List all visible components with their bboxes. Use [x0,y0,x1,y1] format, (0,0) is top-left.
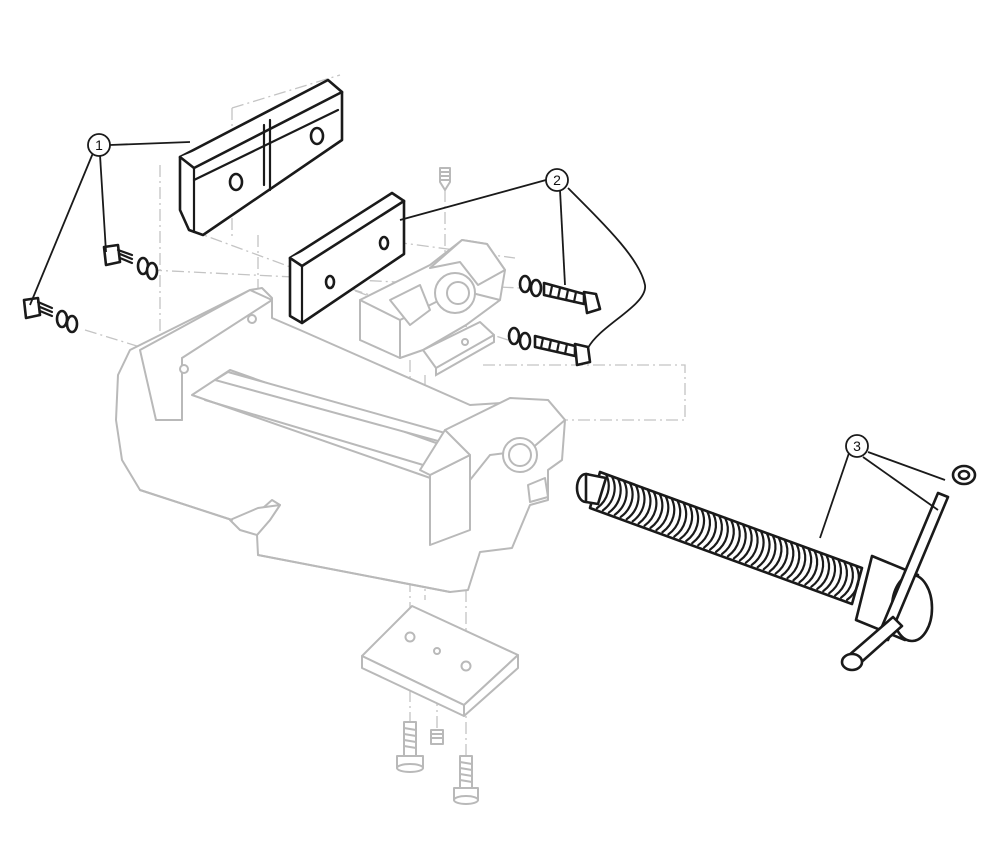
jaw-plate-right [288,191,406,325]
callout-3-label: 3 [853,438,861,454]
jaw-screws-set-2 [507,274,602,367]
callout-1: 1 [87,133,111,157]
jaw-plate-left [178,78,344,237]
lead-screw-assembly [575,464,977,672]
jaw-screws-set-1 [22,243,159,334]
jaw-set-screw [439,167,451,191]
callout-3: 3 [845,434,869,458]
leader-lines [29,141,946,539]
callout-2-label: 2 [553,172,561,188]
screw-threads [595,473,860,601]
base-bolts [396,721,479,805]
vise-base [115,287,566,593]
base-plate [361,605,519,717]
moving-jaw [359,239,506,377]
callout-1-label: 1 [95,137,103,153]
callout-2: 2 [545,168,569,192]
